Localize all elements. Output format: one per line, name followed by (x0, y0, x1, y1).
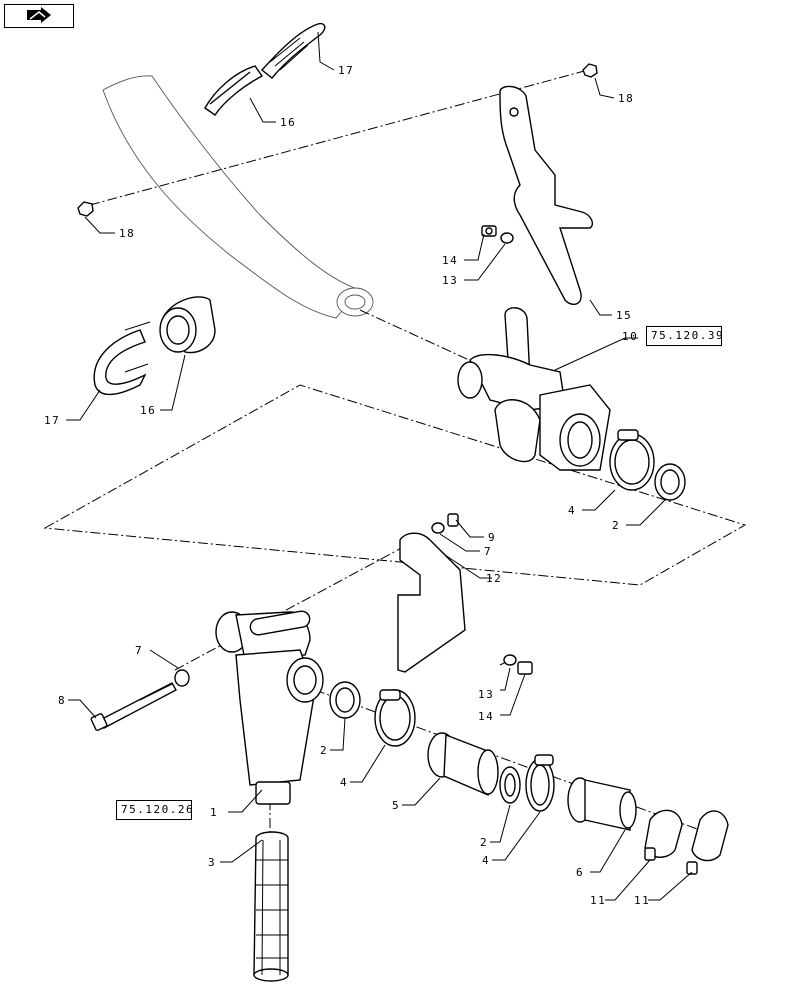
part-7-washer-lower (174, 669, 190, 687)
navigation-button[interactable] (4, 4, 74, 28)
callout-4-upper: 4 (568, 504, 576, 517)
part-11-clamp-left (644, 809, 683, 861)
part-16-clamp-top (204, 65, 264, 116)
reference-box-75-120-26[interactable]: 75.120.26 (116, 800, 193, 820)
part-14-bolt-upper (481, 225, 497, 237)
part-4-clamp-ring-lower (525, 754, 555, 812)
callout-7-lower: 7 (135, 644, 143, 657)
part-13-washer-lower (503, 654, 517, 666)
callout-12: 12 (486, 572, 502, 585)
part-1-filter-housing (215, 610, 324, 805)
callout-13-upper: 13 (442, 274, 458, 287)
callout-18-right: 18 (618, 92, 634, 105)
callout-4-lower: 4 (482, 854, 490, 867)
part-15-bracket (499, 85, 594, 306)
part-18-nut-left (77, 201, 94, 217)
callout-16-mid: 16 (140, 404, 156, 417)
part-9-screw (447, 513, 459, 527)
callout-9: 9 (488, 531, 496, 544)
callout-17-mid: 17 (44, 414, 60, 427)
part-14-bolt-lower (517, 661, 533, 675)
callout-6: 6 (576, 866, 584, 879)
callout-7-upper: 7 (484, 545, 492, 558)
callout-10: 10 (622, 330, 638, 343)
callout-8: 8 (58, 694, 66, 707)
callout-15: 15 (616, 309, 632, 322)
callout-11-left: 11 (590, 894, 606, 907)
part-18-nut-right (582, 63, 598, 78)
part-8-long-bolt (90, 682, 177, 731)
callout-14-lower: 14 (478, 710, 494, 723)
part-6-hose-barb (567, 777, 637, 831)
callout-4-mid: 4 (340, 776, 348, 789)
callout-14-upper: 14 (442, 254, 458, 267)
callout-16-top: 16 (280, 116, 296, 129)
part-5-adapter (427, 732, 499, 797)
part-12-plate (397, 532, 466, 673)
callout-1: 1 (210, 806, 218, 819)
part-11-clamp-right (686, 810, 729, 875)
part-4-clamp-ring-upper (609, 429, 655, 491)
callout-13-lower: 13 (478, 688, 494, 701)
callout-2-lower: 2 (480, 836, 488, 849)
callout-2-mid: 2 (320, 744, 328, 757)
part-10-valve (457, 307, 611, 471)
navigate-back-arrow-icon (27, 7, 51, 23)
reference-box-75-120-39[interactable]: 75.120.39 (646, 326, 723, 346)
part-7-washer-upper (431, 522, 445, 534)
callout-11-right: 11 (634, 894, 650, 907)
part-16-clamp-mid (159, 296, 216, 354)
callout-5: 5 (392, 799, 400, 812)
callout-17-top: 17 (338, 64, 354, 77)
part-3-filter-element (253, 831, 289, 982)
hose (102, 75, 374, 319)
callout-3: 3 (208, 856, 216, 869)
callout-2-upper: 2 (612, 519, 620, 532)
callout-18-left: 18 (119, 227, 135, 240)
part-13-washer-upper (500, 232, 514, 244)
part-17-u-bolt-top (260, 22, 326, 79)
part-17-u-bolt-mid (93, 321, 151, 396)
part-2-seal-mid (329, 681, 361, 719)
part-2-seal-upper (654, 463, 686, 501)
leader-lines (66, 31, 693, 901)
part-4-clamp-ring-mid (374, 689, 416, 747)
part-2-seal-lower (499, 766, 521, 804)
